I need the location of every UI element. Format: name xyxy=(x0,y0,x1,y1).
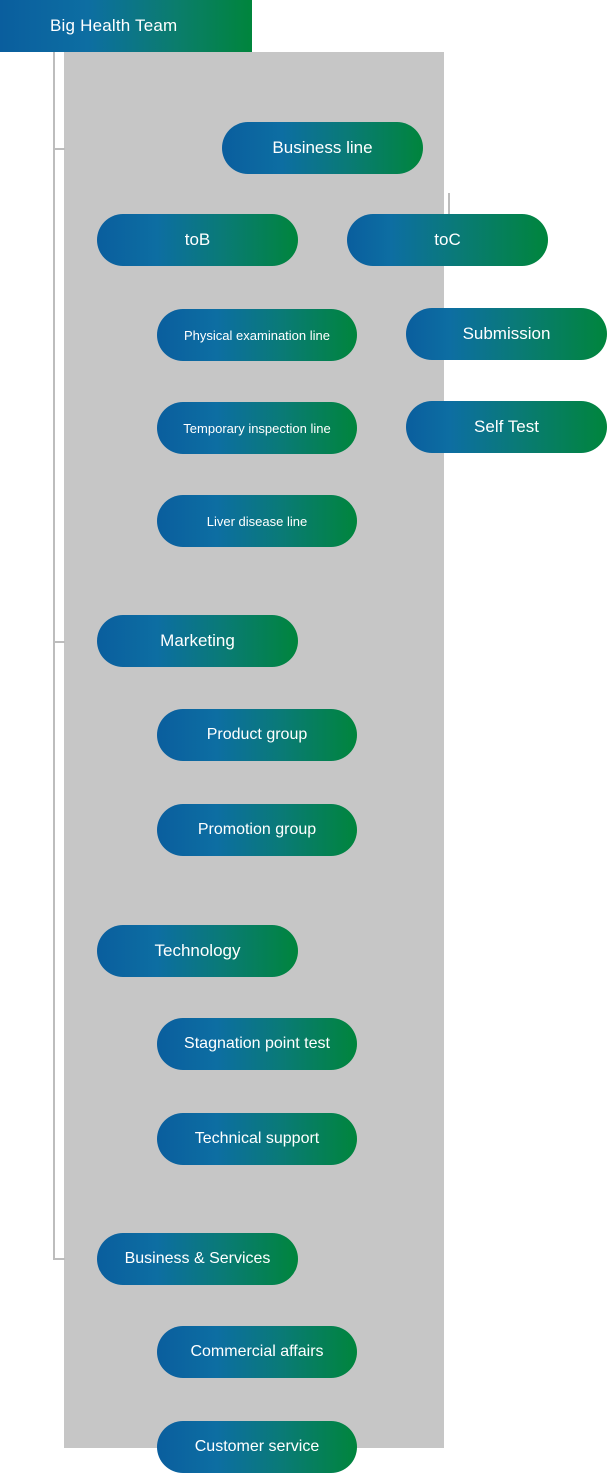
node-self-test[interactable]: Self Test xyxy=(406,401,607,453)
connector-toc-vertical xyxy=(448,193,450,220)
node-business-line[interactable]: Business line xyxy=(222,122,423,174)
node-business-and-services[interactable]: Business & Services xyxy=(97,1233,298,1285)
node-commercial-affairs[interactable]: Commercial affairs xyxy=(157,1326,357,1378)
node-liver-disease-line[interactable]: Liver disease line xyxy=(157,495,357,547)
node-technical-support[interactable]: Technical support xyxy=(157,1113,357,1165)
node-tob[interactable]: toB xyxy=(97,214,298,266)
page-title: Big Health Team xyxy=(50,16,178,35)
node-product-group[interactable]: Product group xyxy=(157,709,357,761)
node-marketing[interactable]: Marketing xyxy=(97,615,298,667)
node-promotion-group[interactable]: Promotion group xyxy=(157,804,357,856)
node-stagnation-point-test[interactable]: Stagnation point test xyxy=(157,1018,357,1070)
connector-stub-marketing xyxy=(53,641,65,643)
connector-trunk-vertical xyxy=(53,52,55,1259)
node-physical-examination-line[interactable]: Physical examination line xyxy=(157,309,357,361)
node-customer-service[interactable]: Customer service xyxy=(157,1421,357,1473)
connector-stub-business-services xyxy=(53,1258,65,1260)
node-toc[interactable]: toC xyxy=(347,214,548,266)
header-banner: Big Health Team xyxy=(0,0,252,52)
node-temporary-inspection-line[interactable]: Temporary inspection line xyxy=(157,402,357,454)
node-technology[interactable]: Technology xyxy=(97,925,298,977)
connector-stub-business-line xyxy=(53,148,65,150)
node-submission[interactable]: Submission xyxy=(406,308,607,360)
